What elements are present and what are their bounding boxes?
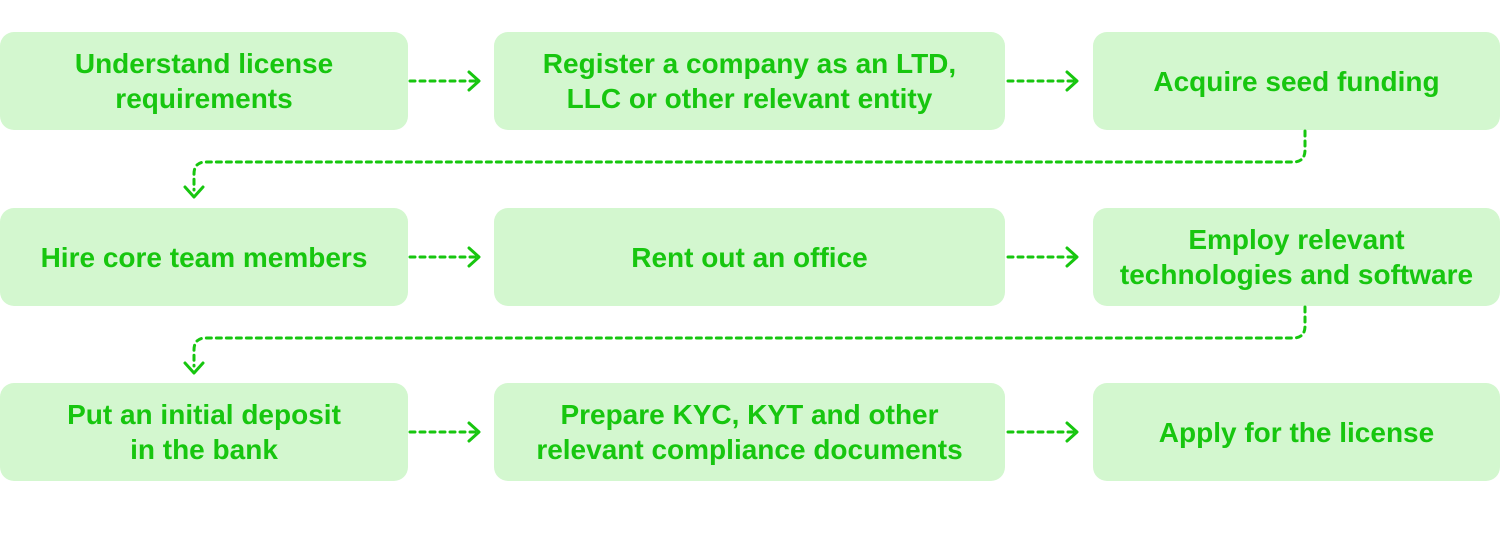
step-register-company: Register a company as an LTD, LLC or oth… bbox=[494, 32, 1005, 130]
step-prepare-compliance-documents: Prepare KYC, KYT and other relevant comp… bbox=[494, 383, 1005, 481]
step-hire-core-team: Hire core team members bbox=[0, 208, 408, 306]
arrowhead-2 bbox=[1065, 70, 1079, 92]
step-employ-technologies: Employ relevant technologies and softwar… bbox=[1093, 208, 1500, 306]
arrowhead-3 bbox=[183, 185, 205, 199]
arrowhead-4 bbox=[467, 246, 481, 268]
step-acquire-seed-funding: Acquire seed funding bbox=[1093, 32, 1500, 130]
step-understand-license-requirements: Understand license requirements bbox=[0, 32, 408, 130]
arrowhead-5 bbox=[1065, 246, 1079, 268]
arrowhead-6 bbox=[183, 361, 205, 375]
step-rent-office: Rent out an office bbox=[494, 208, 1005, 306]
arrowhead-1 bbox=[467, 70, 481, 92]
step-initial-deposit: Put an initial deposit in the bank bbox=[0, 383, 408, 481]
arrowhead-7 bbox=[467, 421, 481, 443]
arrow-step3-to-step4 bbox=[192, 129, 1307, 192]
arrowhead-8 bbox=[1065, 421, 1079, 443]
arrow-step6-to-step7 bbox=[192, 305, 1307, 368]
step-apply-for-license: Apply for the license bbox=[1093, 383, 1500, 481]
